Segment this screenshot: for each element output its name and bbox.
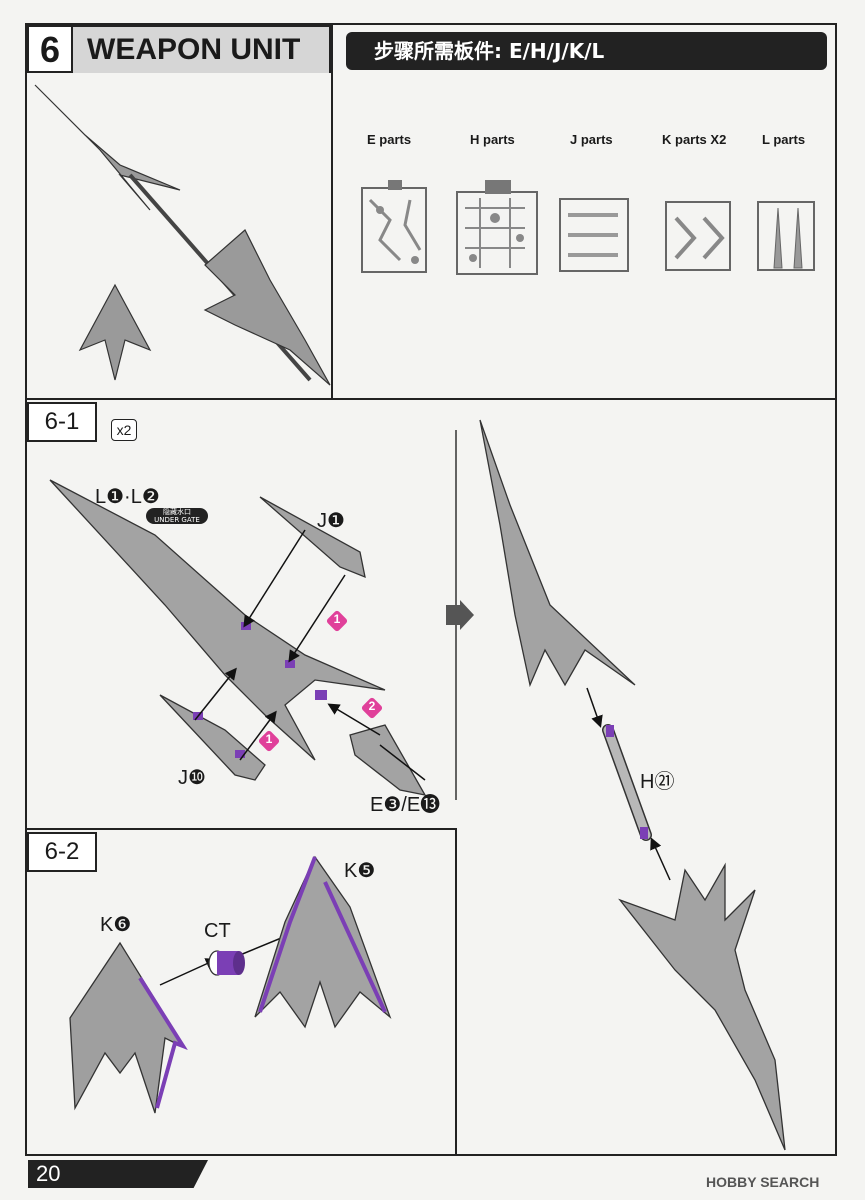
callout-h21: H㉑ [640,771,675,793]
sprue-j-icon [559,198,629,272]
callout-j10: J❿ [178,767,206,789]
step-title: WEAPON UNIT [73,25,331,73]
sprue-e-icon [361,180,427,273]
marker-1-b [258,730,280,752]
step-number: 6 [27,25,73,73]
page-number: 20 [28,1160,208,1188]
j1-part-icon [259,496,366,579]
e-part-icon [349,724,427,796]
hobby-search-watermark: HOBBY SEARCH [706,1174,820,1190]
callout-k6: K❻ [100,914,132,936]
part-label-l: L parts [762,132,806,147]
weapon-spear-icon [34,84,331,386]
sprue-l-icon [757,201,815,271]
callout-ct: CT [204,920,231,942]
part-label-j: J parts [570,132,613,147]
marker-2 [361,697,383,719]
substep-6-2-label: 6-2 [27,832,97,872]
assembled-blade-icon [479,419,636,688]
marker-1-a [326,610,348,632]
marker-2-label: 2 [368,699,376,713]
under-gate-badge: 隐藏水口 UNDER GATE [146,508,208,524]
under-gate-en: UNDER GATE [154,516,200,524]
marker-1-a-label: 1 [333,612,341,626]
part-label-k: K parts X2 [662,132,727,147]
marker-1-b-label: 1 [265,732,273,746]
assembled-claw-tip-icon [618,862,786,1151]
callout-l-parts: L❶·L❷ [95,486,160,508]
under-gate-cn: 隐藏水口 [163,508,191,516]
callout-k5: K❺ [344,860,376,882]
k6-claw-icon [69,941,188,1114]
ct-cap-icon [208,950,245,976]
step-bottom-frame [25,398,837,1156]
callout-e-parts: E❸/E⓭ [370,794,441,816]
top-divider [331,23,333,400]
part-label-e: E parts [367,132,412,147]
h21-shaft-icon [602,724,652,841]
part-label-h: H parts [470,132,515,147]
panel-6-2-border [25,828,457,830]
sprue-k-icon [665,201,731,271]
parts-banner: 步骤所需板件: E/H/J/K/L [346,32,827,70]
panel-6-2-right-border [455,828,457,1156]
claw-piece-icon [78,283,152,381]
sprue-h-icon [456,180,538,275]
flow-arrow-icon [446,600,474,630]
callout-j1: J❶ [317,510,345,532]
quantity-multiplier: x2 [111,419,137,441]
substep-6-1-label: 6-1 [27,402,97,442]
k5-claw-icon [254,855,392,1029]
